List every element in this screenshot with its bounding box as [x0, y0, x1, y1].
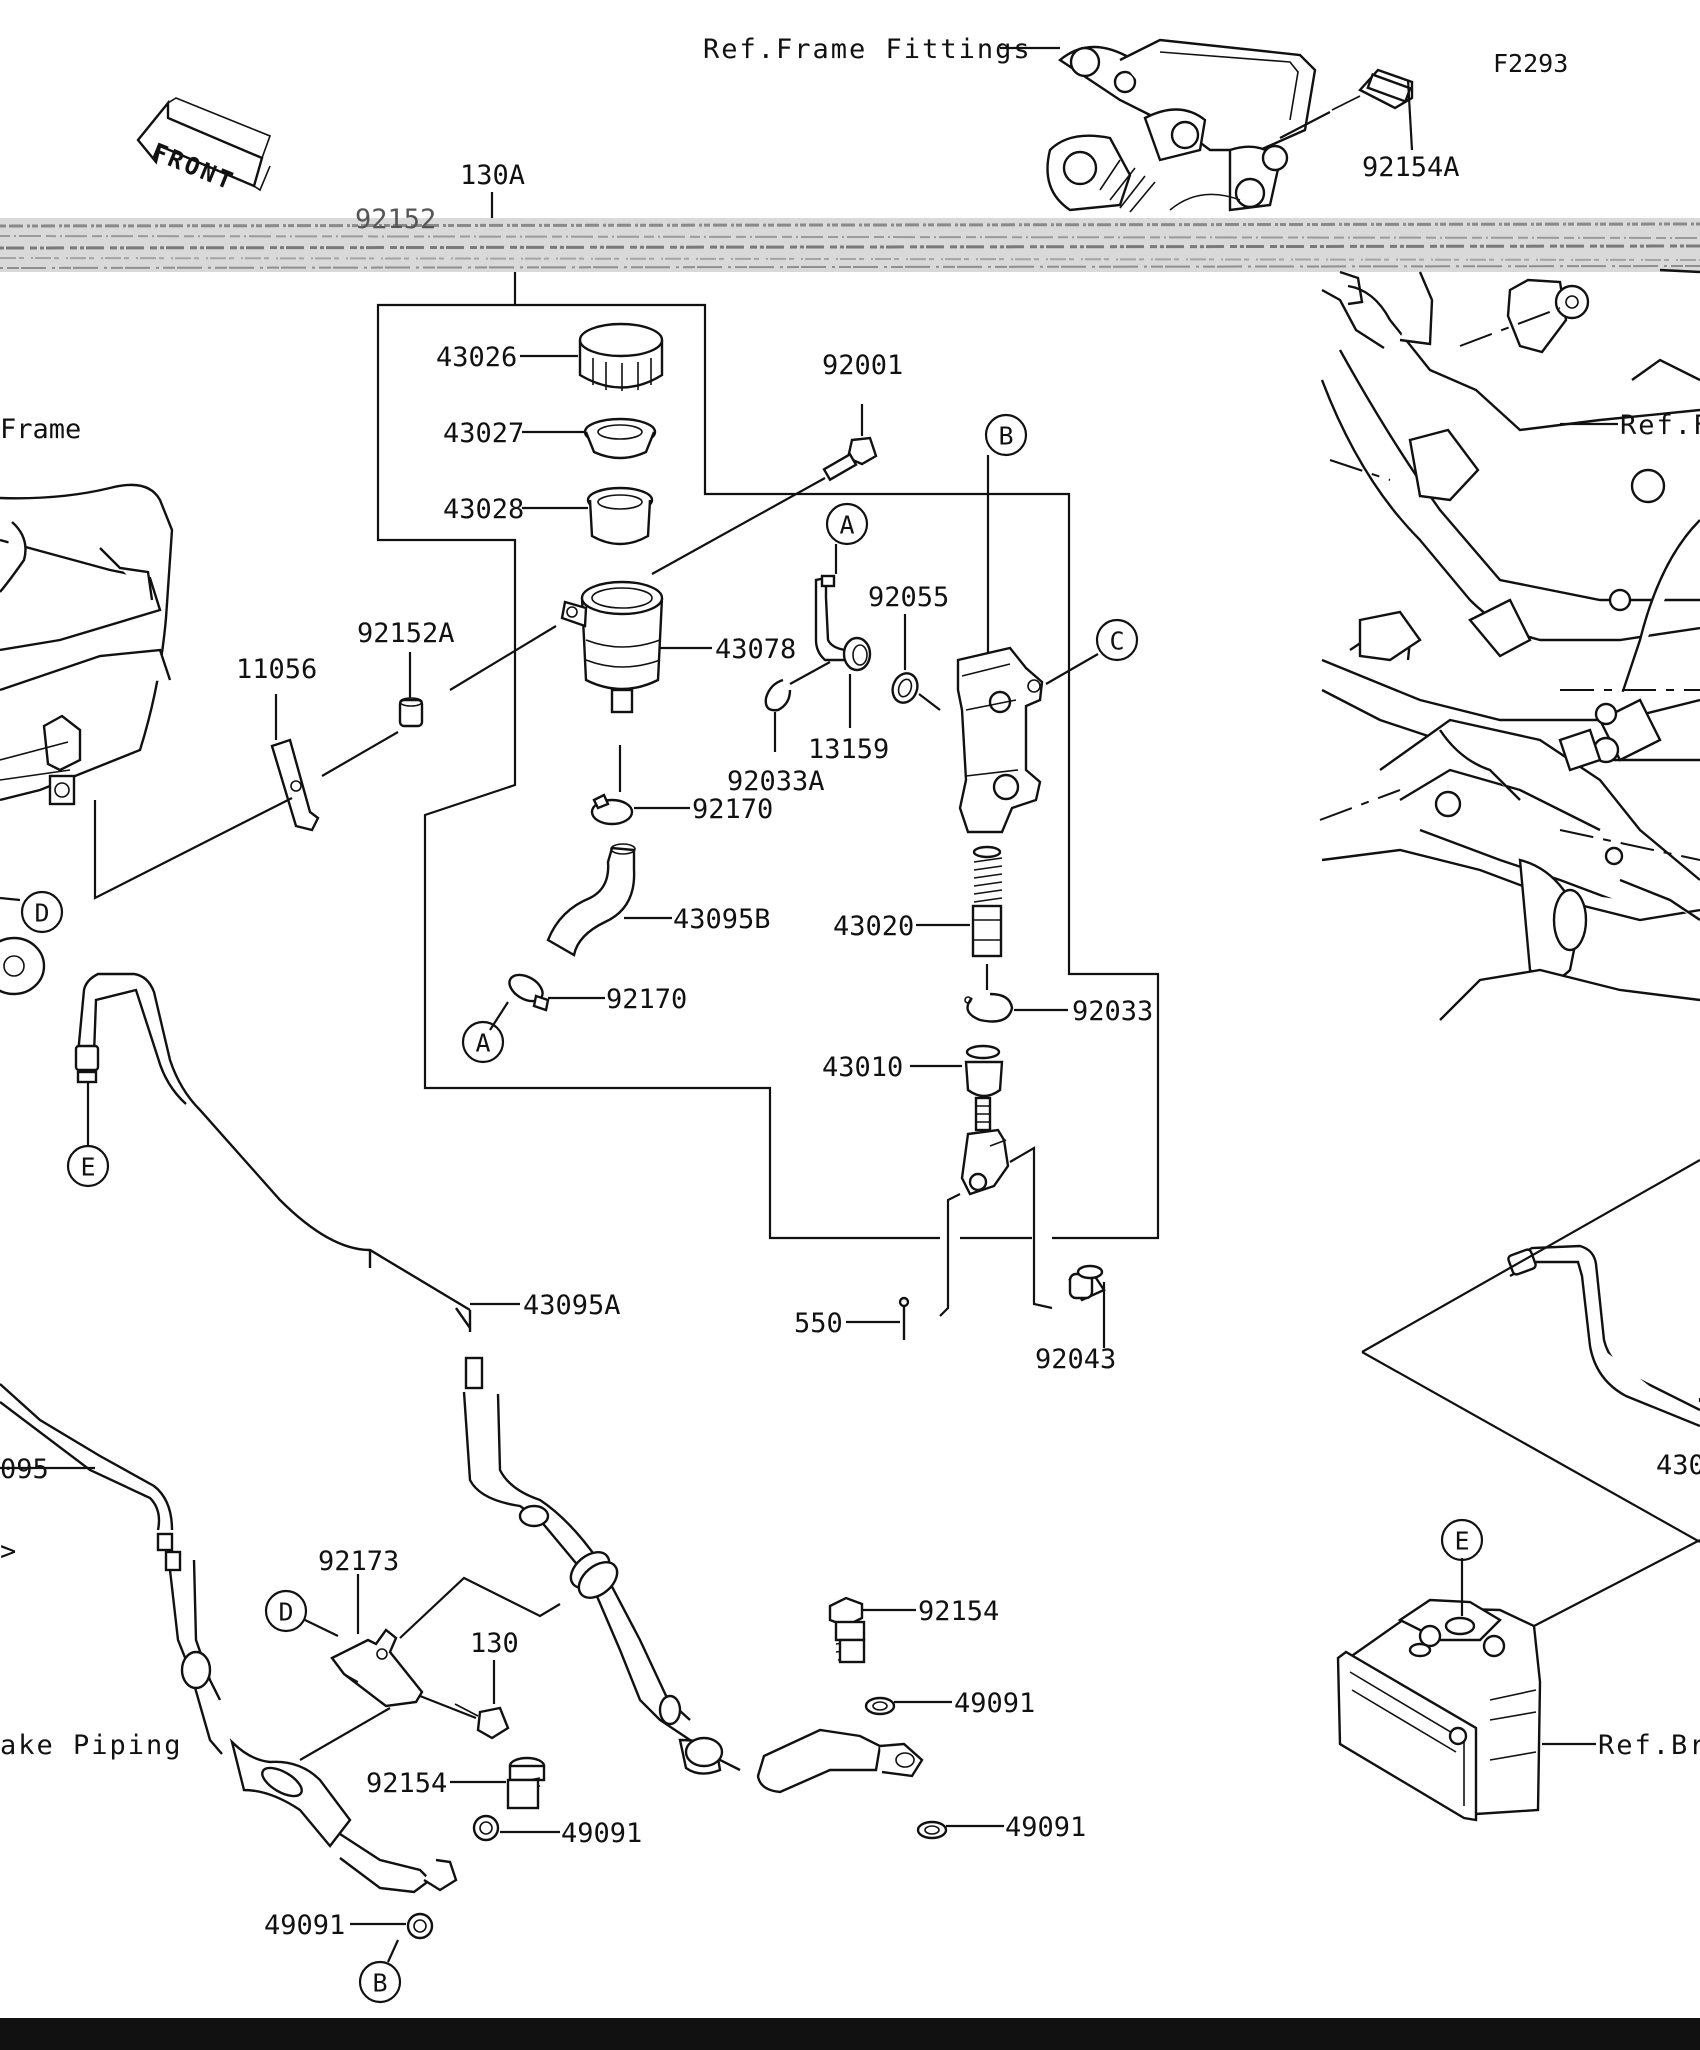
- arrow-left-icon: >: [0, 1536, 16, 1567]
- master-cylinder-body-icon: [956, 646, 1044, 834]
- banjo-bolt-92154-middle-icon: [828, 1596, 866, 1664]
- part-43095B: 43095B: [673, 904, 771, 935]
- part-43010: 43010: [822, 1052, 903, 1083]
- abs-unit-icon: [1336, 1598, 1542, 1822]
- part-43078: 43078: [715, 634, 796, 665]
- hose-43095B-icon: [546, 843, 636, 957]
- part-92170-lower: 92170: [606, 984, 687, 1015]
- part-92055: 92055: [868, 582, 949, 613]
- group-bracket-outer: [376, 272, 940, 1240]
- callout-D-left: D: [34, 899, 49, 928]
- circlip-92033-icon: [964, 992, 1014, 1023]
- cotter-pin-550-icon: [898, 1296, 910, 1340]
- callout-B-upper: B: [998, 422, 1013, 451]
- piston-spring-43020-icon: [971, 845, 1003, 958]
- push-rod-43010-icon: [964, 1044, 1004, 1132]
- callout-E-left: E: [80, 1153, 95, 1182]
- part-92154A: 92154A: [1362, 152, 1460, 183]
- washer-49091-d-icon: [916, 1820, 948, 1840]
- brake-pipe-095-icon: [0, 1383, 458, 1894]
- ref-frame-right: Ref.F: [1620, 410, 1700, 441]
- part-92170-upper: 92170: [692, 794, 773, 825]
- banjo-bolt-92154-lower-icon: [506, 1756, 546, 1810]
- callout-C: C: [1109, 627, 1124, 656]
- part-92154-middle: 92154: [918, 1596, 999, 1627]
- part-49091-b: 49091: [264, 1910, 345, 1941]
- washer-49091-c-icon: [864, 1696, 896, 1716]
- union-pipe-13159-icon: [814, 574, 872, 672]
- bolt-92154A-icon: [1279, 68, 1414, 139]
- part-49091-d: 49091: [1005, 1812, 1086, 1843]
- reservoir-cap-icon: [578, 322, 664, 391]
- diaphragm-plate-icon: [583, 417, 657, 460]
- part-430: 430: [1656, 1450, 1700, 1481]
- bracket-92173-icon: [330, 1628, 424, 1708]
- hose-banjo-fitting-icon: [678, 1728, 924, 1794]
- washer-49091-a-icon: [472, 1814, 500, 1842]
- callout-A-upper: A: [839, 511, 854, 540]
- part-49091-c: 49091: [954, 1688, 1035, 1719]
- ref-frame-left: Frame: [0, 414, 81, 445]
- part-92173: 92173: [318, 1546, 399, 1577]
- part-13159: 13159: [808, 734, 889, 765]
- bottom-border-bar: [0, 2018, 1700, 2050]
- washer-49091-b-icon: [406, 1912, 434, 1940]
- left-frame-structure: [0, 483, 174, 996]
- hose-clamp-upper-icon: [590, 793, 634, 826]
- part-92152A: 92152A: [357, 618, 455, 649]
- part-92152: 92152: [355, 204, 436, 235]
- front-arrow-icon: FRONT: [136, 97, 272, 196]
- part-92033: 92033: [1072, 996, 1153, 1027]
- bracket-11056-icon: [270, 738, 320, 832]
- part-43027: 43027: [443, 418, 524, 449]
- ref-frame-fittings: Ref.Frame Fittings: [703, 34, 1032, 65]
- reservoir-tank-icon: [560, 580, 664, 714]
- part-92154-lower: 92154: [366, 1768, 447, 1799]
- part-095: 095: [0, 1454, 49, 1485]
- torn-band: [0, 218, 1700, 272]
- group-bracket-inner: [515, 303, 1160, 1240]
- callout-A-lower: A: [475, 1029, 490, 1058]
- part-130A: 130A: [460, 160, 525, 191]
- part-43095A: 43095A: [523, 1290, 621, 1321]
- hose-clamp-lower-icon: [508, 973, 550, 1012]
- right-frame-structure: [1319, 268, 1700, 1021]
- part-11056: 11056: [236, 654, 317, 685]
- clevis-joint-icon: [960, 1128, 1010, 1196]
- diaphragm-icon: [586, 486, 654, 546]
- part-43020: 43020: [833, 911, 914, 942]
- ref-brake-piping-left: ake Piping: [0, 1730, 183, 1761]
- part-92001: 92001: [822, 350, 903, 381]
- callout-D-lower: D: [278, 1598, 293, 1627]
- frame-fittings-bracket: [1046, 38, 1317, 213]
- clevis-pin-92043-icon: [1068, 1264, 1106, 1302]
- bolt-92001-icon: [822, 436, 878, 482]
- brake-pipe-right-icon: [1507, 1244, 1700, 1428]
- part-92043: 92043: [1035, 1344, 1116, 1375]
- part-550: 550: [794, 1308, 843, 1339]
- collar-92152A-icon: [398, 697, 424, 728]
- circlip-92033A-icon: [764, 678, 792, 712]
- part-130: 130: [470, 1628, 519, 1659]
- callout-B-lower: B: [372, 1969, 387, 1998]
- hose-43095A-icon: [462, 1356, 741, 1772]
- part-49091-a: 49091: [561, 1818, 642, 1849]
- part-43028: 43028: [443, 494, 524, 525]
- ref-brake-right: Ref.Br: [1598, 1730, 1700, 1761]
- part-92033A: 92033A: [727, 766, 825, 797]
- part-43026: 43026: [436, 342, 517, 373]
- o-ring-92055-icon: [891, 672, 919, 704]
- bolt-130-icon: [454, 1703, 510, 1740]
- brake-pipe-left: [74, 972, 472, 1332]
- figure-id: F2293: [1493, 49, 1568, 78]
- callout-E-right: E: [1454, 1527, 1469, 1556]
